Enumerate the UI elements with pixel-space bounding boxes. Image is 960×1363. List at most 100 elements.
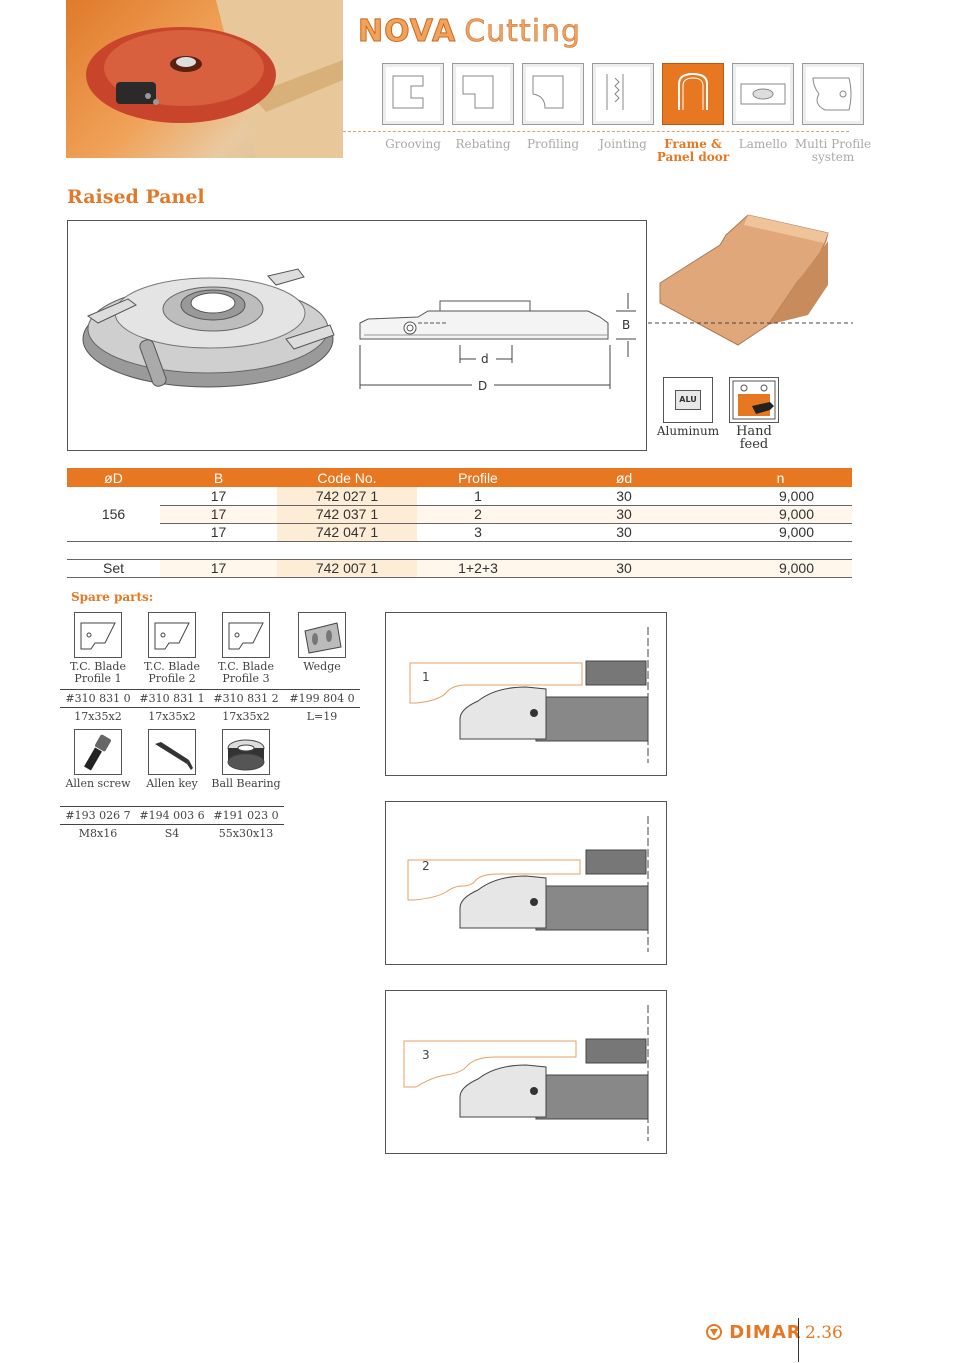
category-label: Lamello — [738, 137, 788, 151]
spare-part-image — [222, 729, 270, 775]
cutter-photo-icon — [86, 0, 343, 158]
page-number: 2.36 — [805, 1323, 843, 1343]
profile-diagram-1: 1 — [385, 612, 667, 776]
category-lamello[interactable] — [732, 63, 794, 125]
category-label: Grooving — [385, 137, 441, 151]
profile-cut-drawing: 1 — [409, 627, 649, 763]
hand-feed-feature — [729, 377, 779, 423]
spare-part-size: 17x35x2 — [148, 710, 196, 723]
cell-n: 9,000 — [709, 523, 852, 542]
category-divider — [343, 131, 849, 132]
table-row-set: Set 17 742 007 1 1+2+3 30 9,000 — [67, 559, 852, 578]
footer-divider — [798, 1318, 799, 1362]
aluminum-feature: ALU — [663, 377, 713, 423]
spare-part-code: #310 831 0 — [60, 689, 136, 708]
dimar-logo-icon — [706, 1324, 722, 1340]
table-row: 17 742 037 1 2 30 9,000 — [67, 505, 852, 524]
cell-bore: 30 — [539, 505, 709, 524]
spec-table: øD B Code No. Profile ød n 156 17 742 02… — [67, 468, 852, 578]
wood-profile-sample-icon — [648, 214, 853, 346]
spare-part-image — [74, 729, 122, 775]
spare-part-code: #193 026 7 — [60, 806, 136, 825]
col-bore: ød — [539, 468, 709, 487]
cell-bore: 30 — [539, 559, 709, 578]
multi-profile-icon — [812, 77, 852, 111]
table-row: 17 742 047 1 3 30 9,000 — [67, 523, 852, 542]
brand-nova: NOVA — [357, 14, 457, 50]
cell-n: 9,000 — [709, 505, 852, 524]
category-rebating[interactable] — [452, 63, 514, 125]
category-profiling[interactable] — [522, 63, 584, 125]
table-header-row: øD B Code No. Profile ød n — [67, 468, 852, 487]
col-code: Code No. — [277, 468, 417, 487]
col-d: øD — [67, 468, 160, 487]
cell-d: 156 — [101, 505, 126, 522]
spare-part-name: T.C. Blade Profile 1 — [70, 660, 126, 685]
blade-icon — [154, 622, 190, 650]
cell-b: 17 — [160, 487, 277, 506]
cell-n: 9,000 — [709, 487, 852, 506]
category-label: Multi Profile system — [794, 137, 872, 164]
rebating-icon — [462, 75, 494, 109]
spare-part-image — [148, 612, 196, 658]
wedge-icon — [304, 622, 342, 654]
cell-code: 742 007 1 — [277, 559, 417, 578]
spare-part-size: 17x35x2 — [74, 710, 122, 723]
dim-d-small: d — [481, 352, 489, 366]
category-label: Rebating — [455, 137, 511, 151]
spare-part-code: #191 023 0 — [208, 806, 284, 825]
cell-b: 17 — [160, 559, 277, 578]
section-title: Raised Panel — [67, 186, 205, 208]
cell-profile: 1 — [417, 487, 539, 506]
alu-icon: ALU — [675, 390, 701, 410]
screw-icon — [84, 734, 111, 771]
profile-number: 2 — [422, 859, 430, 873]
cell-bore: 30 — [539, 487, 709, 506]
col-b: B — [160, 468, 277, 487]
profile-diagram-2: 2 — [385, 801, 667, 965]
footer-brand: DIMAR — [729, 1322, 802, 1343]
spare-part-image — [148, 729, 196, 775]
spare-part-name: Allen key — [146, 777, 198, 790]
profile-number: 1 — [422, 670, 430, 684]
jointing-icon — [606, 74, 624, 110]
spare-part-code: #199 804 0 — [284, 689, 360, 708]
grooving-icon — [392, 75, 424, 109]
dim-b: B — [622, 318, 630, 332]
table-row: 156 17 742 027 1 1 30 9,000 — [67, 487, 852, 522]
spare-part-size: 55x30x13 — [218, 827, 274, 840]
spare-part-code: #310 831 2 — [208, 689, 284, 708]
frame-panel-door-icon — [678, 72, 708, 110]
cell-bore: 30 — [539, 523, 709, 542]
cell-d: Set — [67, 559, 160, 578]
spare-part-name: T.C. Blade Profile 3 — [218, 660, 274, 685]
footer-logo: DIMAR — [706, 1322, 802, 1343]
spare-part-image — [74, 612, 122, 658]
spare-part-name: Wedge — [303, 660, 341, 673]
category-jointing[interactable] — [592, 63, 654, 125]
category-grooving[interactable] — [382, 63, 444, 125]
spare-part: T.C. Blade Profile 1 #310 831 0 17x35x2 — [60, 612, 136, 723]
brand-cutting: Cutting — [464, 14, 582, 50]
spare-part-name: Allen screw — [65, 777, 131, 790]
cell-b: 17 — [160, 523, 277, 542]
spare-part-name: T.C. Blade Profile 2 — [144, 660, 200, 685]
category-multi-profile[interactable] — [802, 63, 864, 125]
hand-feed-label: Hand feed — [736, 424, 772, 452]
spare-parts-title: Spare parts: — [71, 590, 154, 604]
col-n: n — [709, 468, 852, 487]
category-label: Profiling — [526, 137, 580, 151]
dim-d-large: D — [478, 379, 487, 393]
spare-part: Allen screw #193 026 7 M8x16 — [60, 729, 136, 840]
cross-section-drawing: d D B — [359, 293, 636, 393]
blade-icon — [80, 622, 116, 650]
col-profile: Profile — [417, 468, 539, 487]
profile-diagram-3: 3 — [385, 990, 667, 1154]
category-frame-panel-door[interactable] — [662, 63, 724, 125]
spare-part-size: M8x16 — [78, 827, 118, 840]
spare-part-size: S4 — [164, 827, 180, 840]
spare-part-size: L=19 — [306, 710, 338, 723]
